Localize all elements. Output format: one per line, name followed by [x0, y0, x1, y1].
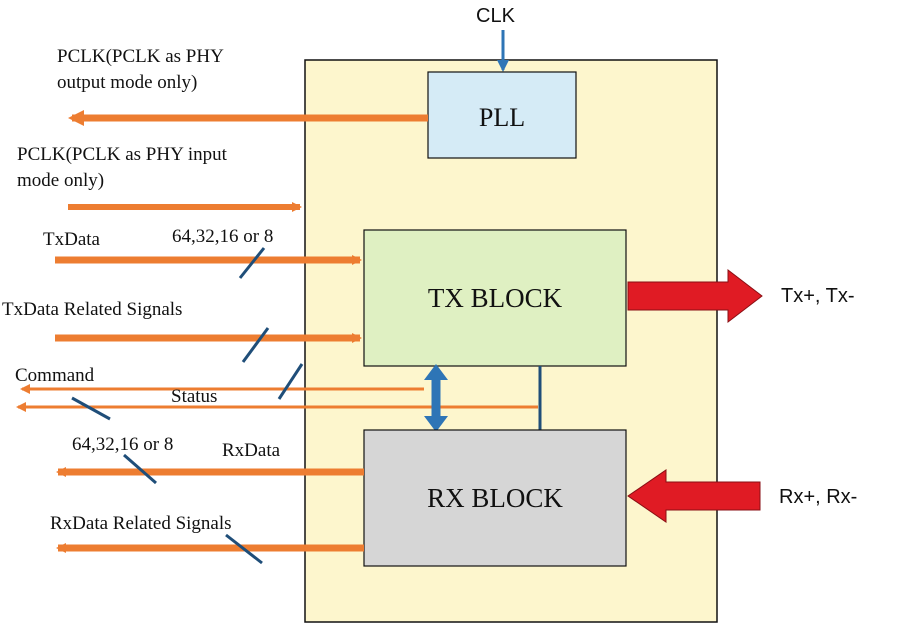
pclk-output-label-line2: output mode only) — [57, 72, 197, 93]
rx-block — [363, 429, 627, 567]
txdata-width-label: 64,32,16 or 8 — [172, 226, 273, 247]
pclk-output-label-line1: PCLK(PCLK as PHY — [57, 46, 224, 67]
clk-label: CLK — [476, 5, 516, 27]
rx-block-label: RX BLOCK — [427, 483, 563, 513]
tx-output-arrow — [627, 268, 763, 324]
rx-input-arrow — [627, 469, 761, 523]
txdata-bus-slash — [238, 247, 266, 279]
status-bus-slash — [277, 363, 304, 400]
pclk-input-label-line2: mode only) — [17, 170, 104, 191]
command-label: Command — [15, 365, 95, 386]
command-bus-slash — [71, 396, 111, 421]
txdata-label: TxData — [43, 229, 101, 250]
rxdata-bus-slash — [123, 453, 157, 485]
tx-block — [363, 229, 627, 367]
status-label: Status — [171, 386, 217, 407]
rxdata-label: RxData — [222, 440, 281, 461]
tx-rx-bidirectional-arrow — [424, 364, 448, 432]
pclk-input-label-line1: PCLK(PCLK as PHY input — [17, 144, 228, 165]
txdata-related-label: TxData Related Signals — [2, 299, 182, 320]
pll-label: PLL — [479, 103, 525, 132]
tx-output-label: Tx+, Tx- — [781, 285, 855, 307]
rxdata-width-label: 64,32,16 or 8 — [72, 434, 173, 455]
pll-block — [427, 71, 577, 159]
txdata-related-bus-slash — [241, 327, 270, 363]
rxdata-related-bus-slash — [225, 533, 263, 565]
rx-input-label: Rx+, Rx- — [779, 486, 857, 508]
tx-block-label: TX BLOCK — [428, 283, 563, 313]
rxdata-related-label: RxData Related Signals — [50, 513, 232, 534]
